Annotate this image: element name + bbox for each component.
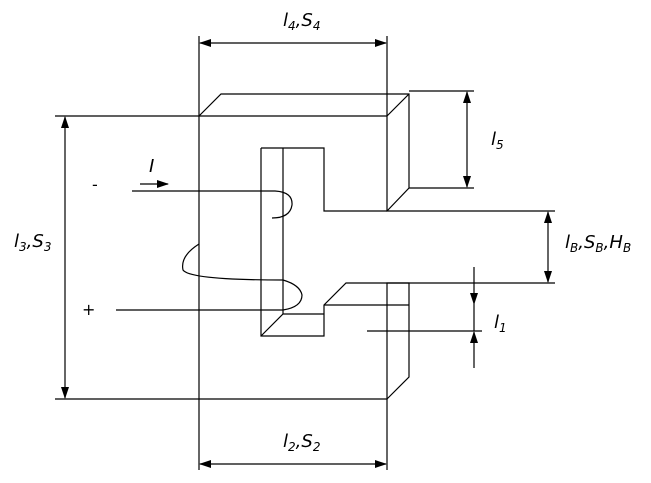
label-lb-sb-hb: lB,SB,HB: [565, 232, 632, 255]
label-l1: l1: [494, 312, 507, 335]
dim-l3-s3: [55, 115, 199, 400]
winding-coil: [116, 190, 303, 311]
dim-l4-s4: [198, 36, 388, 116]
core-window: [260, 147, 409, 337]
label-l3-s3: l3,S3: [14, 231, 52, 254]
core-front-face: [198, 115, 555, 400]
dim-l1: [367, 267, 482, 368]
label-current: I: [149, 156, 155, 177]
minus-sign: -: [92, 175, 98, 194]
label-l2-s2: l2,S2: [283, 431, 321, 454]
core-depth-edges: [198, 93, 410, 400]
label-l5: l5: [491, 129, 504, 152]
dim-l2-s2: [198, 399, 388, 470]
plus-sign: +: [82, 300, 96, 319]
dim-l5: [409, 90, 474, 189]
label-l4-s4: l4,S4: [283, 10, 321, 33]
